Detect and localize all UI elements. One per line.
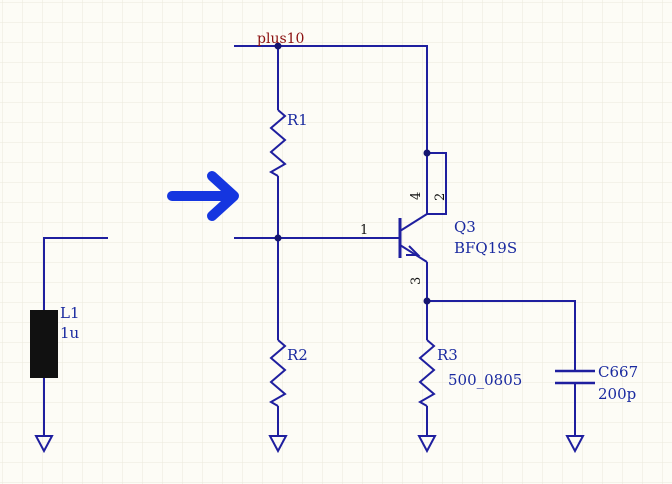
l1-value: 1u <box>60 324 80 342</box>
r3-designator: R3 <box>437 346 458 364</box>
ground-icon <box>417 435 437 454</box>
wire-l1-top <box>43 237 108 310</box>
resistor-r1-symbol[interactable] <box>268 109 287 177</box>
c667-value: 200p <box>598 385 636 403</box>
arrow-right-icon <box>167 171 239 221</box>
q3-designator: Q3 <box>454 218 476 236</box>
junction-emitter <box>423 297 431 305</box>
resistor-r2-symbol[interactable] <box>268 339 287 407</box>
q3-pin-base: 1 <box>360 223 368 238</box>
q3-value: BFQ19S <box>454 239 517 257</box>
wire-plus10-rail <box>234 45 447 215</box>
l1-designator: L1 <box>60 304 80 322</box>
inductor-l1-symbol[interactable] <box>30 310 58 378</box>
junctions <box>274 42 431 305</box>
r1-designator: R1 <box>287 111 308 129</box>
ground-symbols <box>34 435 585 454</box>
ground-icon <box>268 435 288 454</box>
junction-bias <box>274 234 282 242</box>
q3-pin-collector-a: 4 <box>409 192 424 200</box>
resistor-r3-symbol[interactable] <box>417 339 436 407</box>
wires <box>43 45 576 436</box>
q3-pin-collector-b: 2 <box>433 193 448 201</box>
c667-designator: C667 <box>598 363 638 381</box>
r2-designator: R2 <box>287 346 308 364</box>
ground-icon <box>565 435 585 454</box>
wire-emitter-to-cap <box>427 300 576 370</box>
net-label-plus10: plus10 <box>257 31 304 47</box>
junction-collector <box>423 149 431 157</box>
q3-pin-emitter: 3 <box>409 277 424 285</box>
r3-value: 500_0805 <box>448 371 522 389</box>
ground-icon <box>34 435 54 454</box>
transistor-q3-symbol[interactable] <box>388 213 428 263</box>
capacitor-c667-symbol[interactable] <box>555 369 595 385</box>
junction-rail <box>274 42 282 50</box>
